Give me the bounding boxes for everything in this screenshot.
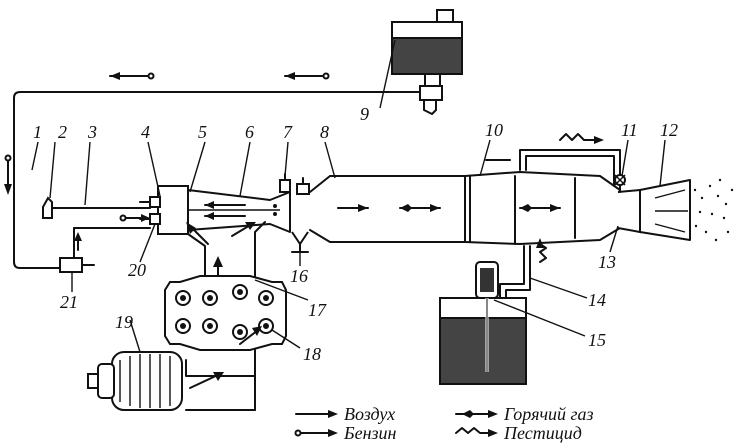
legend-air: Воздух xyxy=(295,404,395,424)
compressor xyxy=(164,275,287,351)
label-17: 17 xyxy=(308,300,327,320)
combustion-head xyxy=(119,185,189,235)
label-16: 16 xyxy=(290,266,308,286)
combustion-chamber xyxy=(309,175,466,243)
pesticide-tank xyxy=(439,261,527,385)
legend: Воздух Бензин Горячий газ Пестицид xyxy=(294,404,594,443)
fuel-tank xyxy=(391,9,463,115)
engine xyxy=(87,349,256,411)
drain-valve xyxy=(291,231,309,253)
label-4: 4 xyxy=(141,122,150,142)
legend-pesticide: Пестицид xyxy=(455,423,582,443)
pesticide-line xyxy=(489,133,626,299)
label-19: 19 xyxy=(115,312,133,332)
label-21: 21 xyxy=(60,292,78,312)
fuel-valve xyxy=(59,227,151,273)
legend-hot-gas: Горячий газ xyxy=(455,404,594,424)
label-7: 7 xyxy=(283,122,293,142)
label-15: 15 xyxy=(588,330,606,350)
exhaust-pipe xyxy=(464,159,621,245)
legend-petrol: Бензин xyxy=(294,423,397,443)
label-1: 1 xyxy=(33,122,42,142)
label-8: 8 xyxy=(320,122,329,142)
label-11: 11 xyxy=(621,120,638,140)
legend-air-label: Воздух xyxy=(344,404,395,424)
mixing-tube xyxy=(187,189,291,233)
fuel-line xyxy=(4,72,421,269)
legend-hot-gas-label: Горячий газ xyxy=(503,404,594,424)
label-3: 3 xyxy=(87,122,97,142)
label-18: 18 xyxy=(303,344,321,364)
label-12: 12 xyxy=(660,120,678,140)
label-2: 2 xyxy=(58,122,67,142)
label-9: 9 xyxy=(360,104,369,124)
leader-lines xyxy=(31,39,666,353)
spark-plug xyxy=(279,173,310,195)
label-5: 5 xyxy=(198,122,207,142)
spray-nozzle xyxy=(617,178,734,242)
label-20: 20 xyxy=(128,260,146,280)
legend-petrol-label: Бензин xyxy=(343,423,397,443)
label-13: 13 xyxy=(598,252,616,272)
label-6: 6 xyxy=(245,122,254,142)
label-14: 14 xyxy=(588,290,606,310)
label-10: 10 xyxy=(485,120,503,140)
ignition-coil xyxy=(42,196,151,219)
legend-pesticide-label: Пестицид xyxy=(503,423,582,443)
part-labels: 1 2 3 4 5 6 7 8 9 10 11 12 13 14 15 16 1… xyxy=(33,104,678,364)
